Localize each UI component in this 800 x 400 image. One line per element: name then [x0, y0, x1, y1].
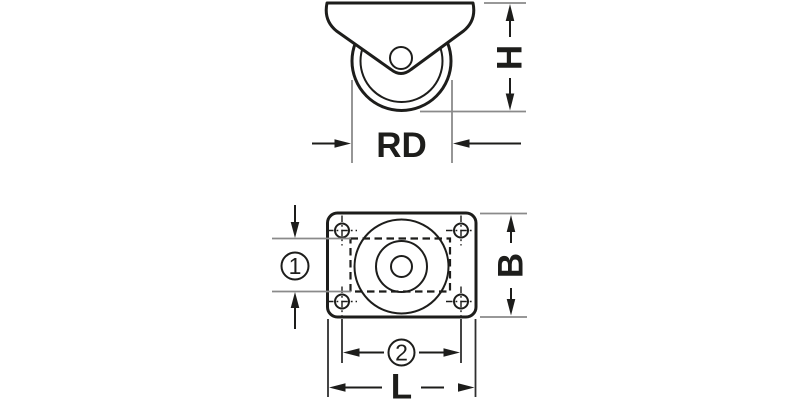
callout-2-label: 2 [395, 340, 408, 366]
b-arrow-down-icon [506, 299, 516, 316]
dim1-arrow-down-icon [290, 222, 300, 238]
dim1-arrow-up-icon [290, 292, 300, 308]
screw-hole-bottom-right [446, 286, 476, 317]
dim2-arrow-right-icon [443, 348, 460, 357]
h-arrow-up-icon [505, 4, 515, 21]
h-arrow-down-icon [505, 93, 515, 111]
b-dimension-label: B [492, 253, 531, 278]
rd-arrow-right-icon [334, 139, 351, 148]
rd-dimension-label: RD [376, 126, 427, 165]
hole-spacing-horizontal-dimension: 2 [341, 319, 462, 367]
fork-bracket [324, 1, 476, 75]
screw-hole-top-right [446, 215, 476, 246]
center-bolt-circle [390, 255, 413, 278]
l-arrow-left-icon [329, 383, 346, 392]
screw-hole-top-left [327, 215, 357, 246]
side-view: H RD [312, 1, 530, 165]
swivel-housing-circle [375, 240, 428, 293]
top-view: 1 B 2 L [272, 205, 531, 400]
callout-1-label: 1 [289, 253, 302, 279]
l-dimension: L [327, 319, 477, 400]
axle-circle [389, 46, 413, 70]
hole-spacing-vertical-dimension: 1 [272, 205, 351, 329]
b-arrow-up-icon [506, 215, 516, 232]
b-dimension: B [480, 212, 531, 318]
h-dimension-label: H [491, 45, 530, 70]
hole-pattern-dashed-rect [349, 237, 452, 293]
callout-2-circle [387, 338, 416, 367]
h-dimension: H [420, 2, 530, 113]
l-arrow-right-icon [458, 383, 475, 392]
l-dimension-label: L [391, 368, 412, 400]
rd-dimension: RD [312, 80, 521, 165]
wheel-outline-circle [353, 218, 450, 315]
rd-arrow-left-icon [453, 139, 470, 148]
dim2-arrow-left-icon [343, 348, 360, 357]
screw-hole-bottom-left [327, 286, 357, 317]
callout-1-circle [280, 251, 310, 281]
